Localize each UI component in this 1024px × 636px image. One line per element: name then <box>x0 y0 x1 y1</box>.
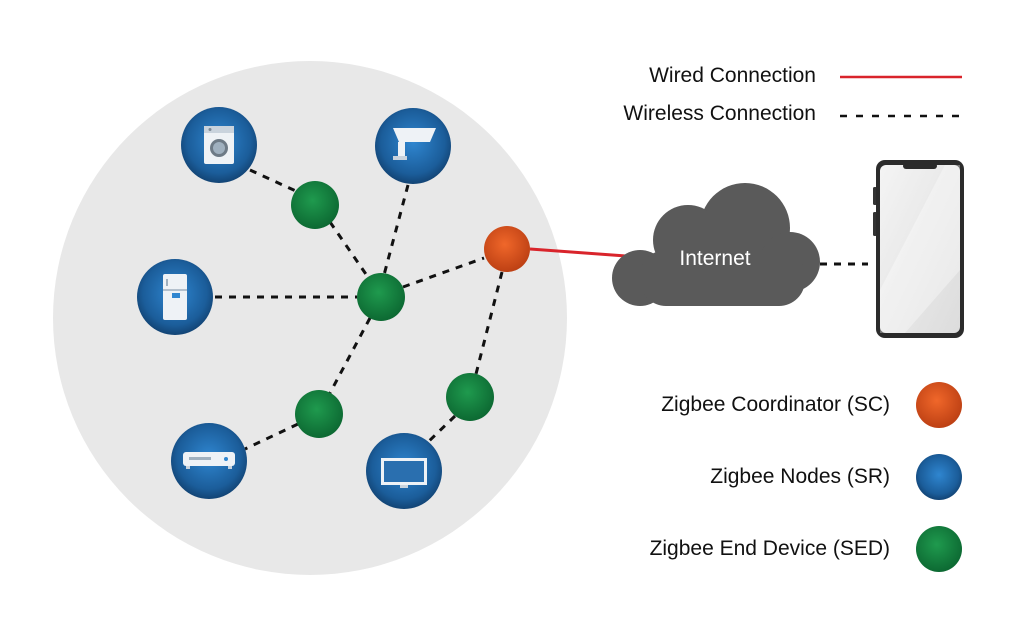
end-device-router-top <box>291 181 339 229</box>
refrigerator-icon <box>163 274 187 320</box>
device-washing-machine <box>181 107 257 183</box>
wired-link-coordinator-cloud <box>529 247 627 258</box>
end-device-hub <box>357 273 405 321</box>
device-set-top-box <box>171 423 247 499</box>
wireless-links <box>215 168 868 451</box>
link-router3-tv <box>425 414 457 445</box>
internet-label: Internet <box>679 247 751 270</box>
link-washer-router <box>249 168 299 194</box>
end-device-router-bottom-left <box>295 390 343 438</box>
legend-nodes-swatch <box>916 454 962 500</box>
legend-coordinator-label: Zigbee Coordinator (SC) <box>661 393 890 416</box>
coordinator-node <box>484 226 530 272</box>
set-top-box-icon <box>183 452 235 469</box>
legend-nodes-label: Zigbee Nodes (SR) <box>710 465 890 488</box>
device-refrigerator <box>137 259 213 335</box>
legend-end-device-swatch <box>916 526 962 572</box>
link-coordinator-router3 <box>474 271 504 375</box>
security-camera-icon <box>393 128 436 160</box>
legend-coordinator-swatch <box>916 382 962 428</box>
internet-cloud <box>612 183 820 306</box>
legend-wireless-label: Wireless Connection <box>623 102 816 125</box>
device-security-camera <box>375 108 451 184</box>
television-icon <box>381 458 427 488</box>
legend-wired-label: Wired Connection <box>649 64 816 87</box>
link-router-hub <box>328 221 372 281</box>
washing-machine-icon <box>204 126 234 164</box>
link-hub-coordinator <box>402 256 485 289</box>
link-camera-hub <box>382 184 410 276</box>
link-hub-router2 <box>328 317 372 394</box>
device-television <box>366 433 442 509</box>
smartphone-icon <box>873 160 964 338</box>
end-device-router-bottom-right <box>446 373 494 421</box>
legend-end-device-label: Zigbee End Device (SED) <box>649 537 890 560</box>
link-router2-stb <box>244 422 299 451</box>
